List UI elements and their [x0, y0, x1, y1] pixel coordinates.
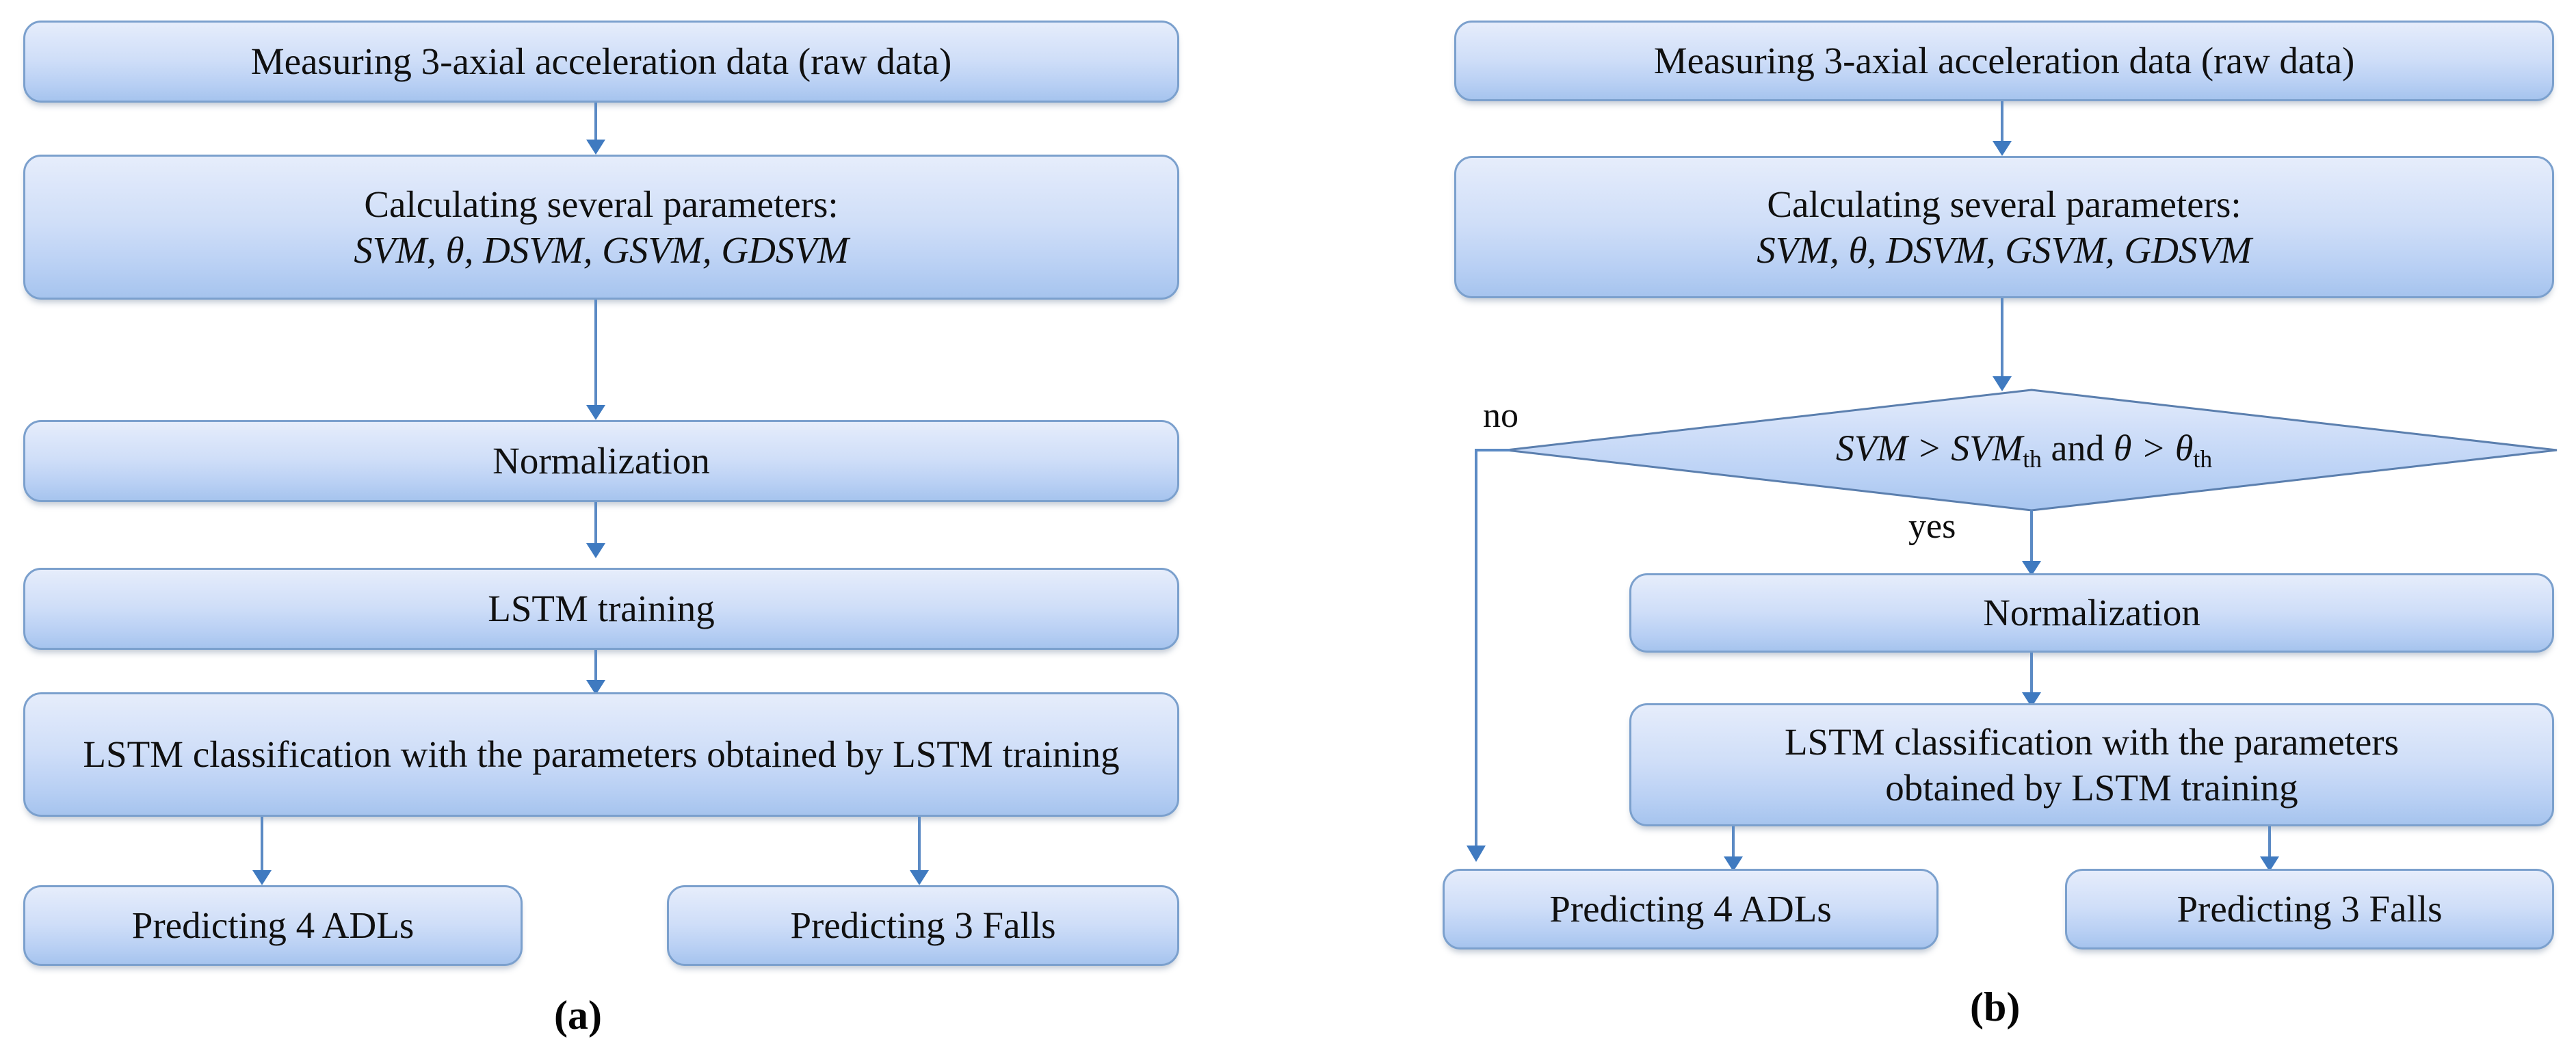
panel-a-caption: (a) [554, 993, 602, 1038]
node-a-normalization[interactable]: Normalization [23, 420, 1179, 502]
edge-b-decision-to-norm [2022, 510, 2041, 576]
node-a-calc[interactable]: Calculating several parameters: SVM, θ, … [23, 155, 1179, 300]
node-a-predicting-adls[interactable]: Predicting 4 ADLs [23, 885, 523, 966]
edge-b-classify-to-adls [1724, 826, 1743, 872]
node-b-normalization[interactable]: Normalization [1629, 573, 2554, 653]
node-b-lstm-classification[interactable]: LSTM classification with the parameters … [1629, 703, 2554, 826]
node-a-predicting-falls[interactable]: Predicting 3 Falls [667, 885, 1179, 966]
node-b-decision[interactable]: SVM > SVMth and θ > θth [1505, 389, 2558, 512]
edge-label-yes: yes [1908, 507, 1956, 546]
node-b-calc[interactable]: Calculating several parameters: SVM, θ, … [1454, 156, 2554, 298]
node-a-calc-line2: SVM, θ, DSVM, GSVM, GDSVM [354, 229, 849, 271]
node-b-predicting-falls[interactable]: Predicting 3 Falls [2065, 869, 2554, 949]
edge-a-measure-to-calc [586, 103, 605, 155]
edge-b-norm-to-classify [2022, 653, 2041, 707]
node-a-predicting-adls-label: Predicting 4 ADLs [131, 904, 415, 947]
node-a-lstm-classification-label: LSTM classification with the parameters … [83, 733, 1120, 776]
edge-a-classify-to-falls [910, 817, 929, 885]
edge-a-calc-to-norm [586, 300, 605, 420]
edge-b-calc-to-decision [1993, 298, 2012, 391]
diamond-shape [1506, 389, 2558, 512]
node-a-measure-label: Measuring 3-axial acceleration data (raw… [250, 40, 952, 83]
node-b-lstm-classification-line2: obtained by LSTM training [1885, 767, 2298, 809]
node-a-calc-line1: Calculating several parameters: [364, 183, 839, 225]
edge-b-classify-to-falls [2260, 826, 2279, 872]
node-b-predicting-adls[interactable]: Predicting 4 ADLs [1443, 869, 1938, 949]
node-a-predicting-falls-label: Predicting 3 Falls [790, 904, 1056, 947]
node-b-lstm-classification-line1: LSTM classification with the parameters [1784, 720, 2400, 763]
node-b-predicting-falls-label: Predicting 3 Falls [2177, 888, 2443, 930]
node-b-normalization-label: Normalization [1983, 592, 2200, 634]
node-a-measure[interactable]: Measuring 3-axial acceleration data (raw… [23, 21, 1179, 103]
node-b-measure[interactable]: Measuring 3-axial acceleration data (raw… [1454, 21, 2554, 101]
edge-a-norm-to-train [586, 502, 605, 558]
node-b-measure-label: Measuring 3-axial acceleration data (raw… [1653, 40, 2355, 82]
edge-label-no: no [1483, 396, 1519, 435]
node-b-calc-line1: Calculating several parameters: [1767, 183, 2242, 225]
node-b-calc-line2: SVM, θ, DSVM, GSVM, GDSVM [1757, 229, 2252, 271]
edge-a-classify-to-adls [252, 817, 272, 885]
node-a-lstm-training[interactable]: LSTM training [23, 568, 1179, 650]
node-b-predicting-adls-label: Predicting 4 ADLs [1549, 888, 1832, 930]
node-a-lstm-classification[interactable]: LSTM classification with the parameters … [23, 692, 1179, 817]
panel-b-caption: (b) [1970, 984, 2021, 1030]
edge-b-decision-no-path [1467, 449, 1510, 862]
edge-a-train-to-classify [586, 650, 605, 695]
node-a-normalization-label: Normalization [492, 440, 710, 482]
node-a-lstm-training-label: LSTM training [488, 588, 715, 630]
edge-b-measure-to-calc [1993, 101, 2012, 156]
